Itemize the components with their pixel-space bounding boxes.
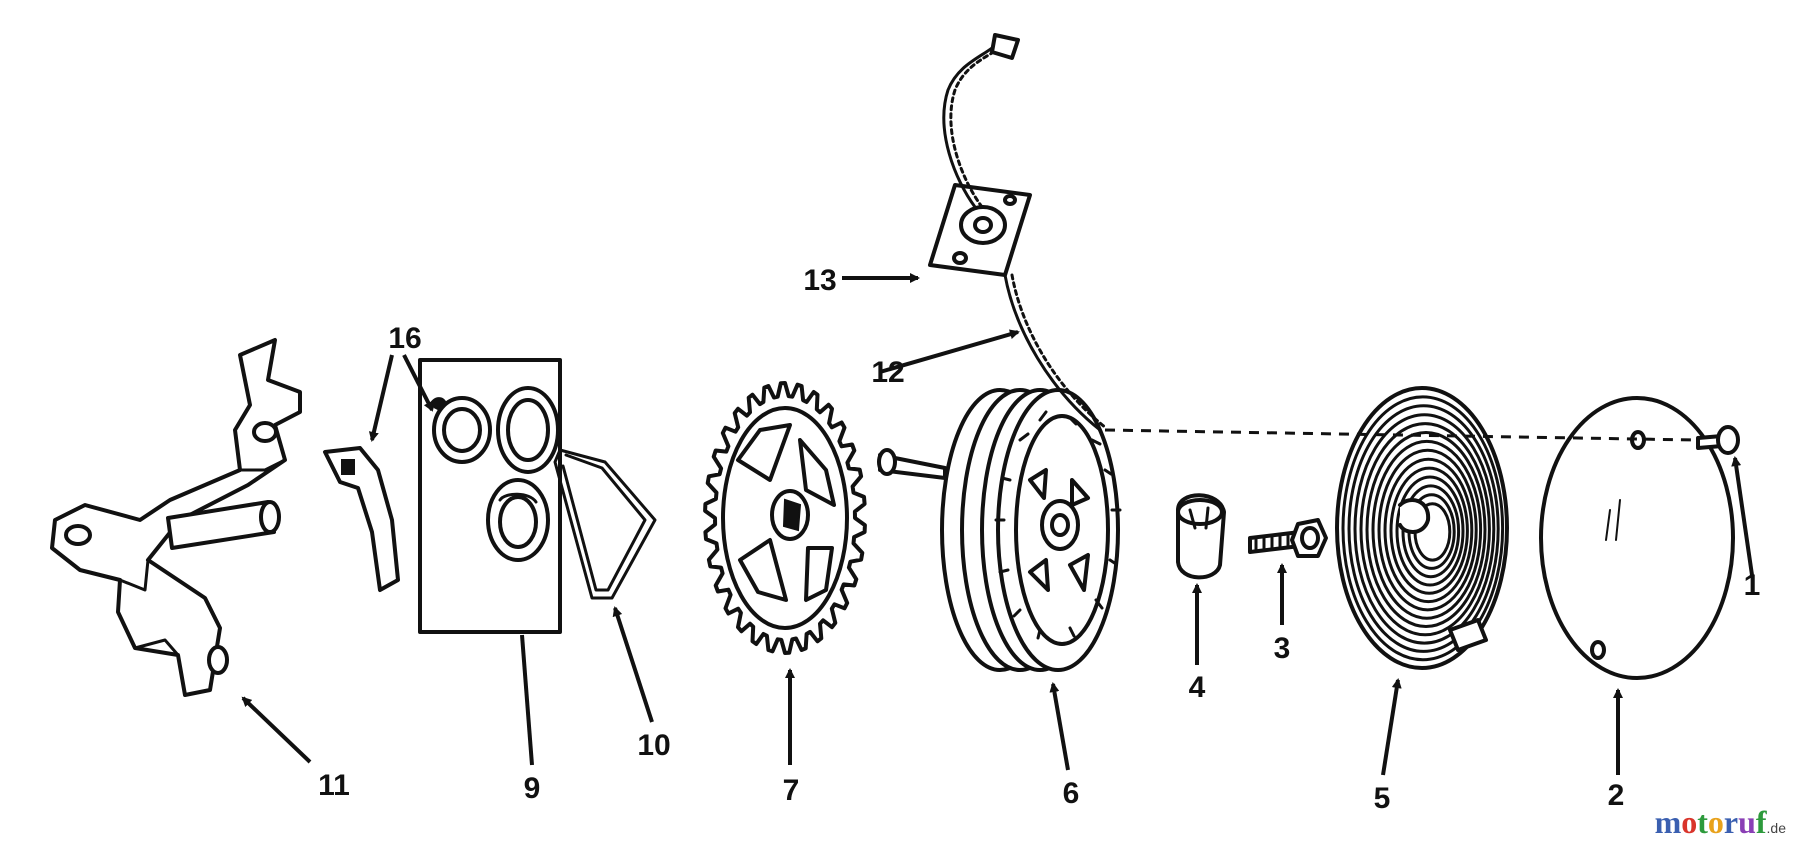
leader-arrow-1 — [1731, 456, 1754, 576]
leader-arrow-11 — [241, 696, 312, 764]
leader-arrow-6 — [1049, 682, 1070, 771]
callout-3: 3 — [1274, 632, 1291, 665]
leader-arrow-16a — [368, 354, 394, 442]
leader-arrow-10 — [612, 606, 654, 723]
gasket-kit-part-9 — [418, 358, 562, 634]
bushing-part-4 — [1176, 493, 1226, 580]
callout-1: 1 — [1744, 569, 1761, 602]
clip-part-16 — [323, 446, 400, 592]
leader-arrow-9 — [520, 634, 534, 766]
leader-arrow-5 — [1381, 678, 1402, 776]
callout-labels: 1 2 3 4 5 6 7 9 10 11 12 13 16 — [318, 264, 1760, 815]
spring-coil — [1347, 404, 1500, 653]
rope-and-handle-parts-12-13 — [928, 33, 1108, 432]
leader-arrow-16b — [402, 354, 434, 412]
spring-coil — [1377, 448, 1478, 612]
leader-arrows — [241, 273, 1754, 776]
watermark-letter: f — [1755, 804, 1767, 840]
callout-9: 9 — [524, 772, 541, 805]
callout-4: 4 — [1189, 671, 1206, 704]
watermark-letter: r — [1723, 804, 1739, 840]
spring-coil — [1353, 413, 1496, 645]
callout-7: 7 — [783, 774, 800, 807]
watermark-letters: motoruf — [1655, 804, 1767, 840]
pulley-part-6 — [877, 388, 1122, 672]
spring-coil — [1401, 484, 1461, 579]
bracket-part-11 — [50, 338, 302, 697]
gear-part-7 — [703, 381, 867, 655]
watermark-letter: t — [1697, 804, 1708, 840]
watermark-letter: o — [1681, 804, 1698, 840]
callout-6: 6 — [1063, 777, 1080, 810]
callout-11: 11 — [318, 769, 350, 802]
callout-12: 12 — [871, 356, 904, 389]
callout-16: 16 — [388, 322, 421, 355]
watermark-letter: u — [1738, 804, 1756, 840]
spring-coil — [1365, 431, 1487, 628]
spring-coil — [1359, 422, 1491, 637]
spring-coil — [1371, 439, 1483, 620]
screw-part-1 — [1696, 425, 1740, 455]
watermark-letter: m — [1654, 804, 1682, 840]
callout-2: 2 — [1608, 779, 1625, 812]
spring-coil — [1395, 475, 1465, 587]
bolt-part-3 — [1248, 518, 1328, 558]
alignment-dashed-line — [1104, 428, 1696, 442]
spring-coil — [1389, 466, 1469, 595]
callout-5: 5 — [1374, 782, 1391, 815]
cover-plate-part-2 — [1539, 396, 1735, 680]
recoil-spring-part-5 — [1335, 386, 1509, 670]
motoruf-watermark: motoruf.de — [1655, 804, 1786, 841]
leader-arrow-12 — [879, 329, 1020, 374]
spring-coil — [1341, 395, 1505, 662]
spring-coil — [1383, 457, 1474, 604]
callout-10: 10 — [637, 729, 670, 762]
callout-13: 13 — [803, 264, 836, 297]
wire-spring-part-10 — [553, 448, 657, 600]
watermark-suffix: .de — [1766, 820, 1786, 836]
watermark-letter: o — [1707, 804, 1724, 840]
